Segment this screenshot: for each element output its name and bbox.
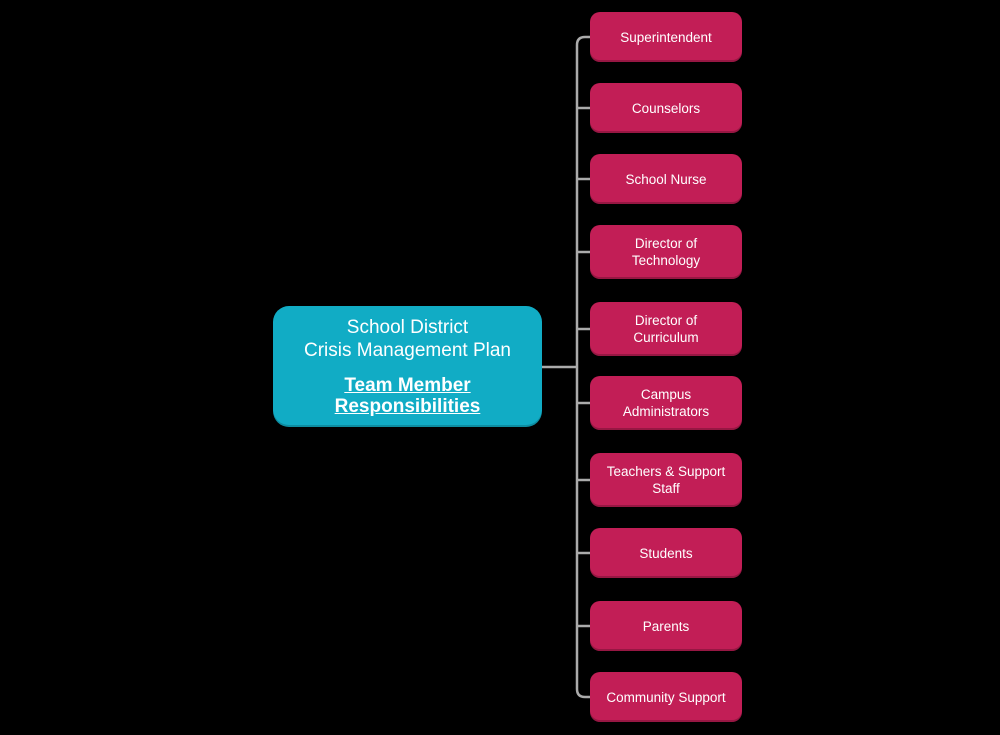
root-title-line2: Crisis Management Plan [304,340,511,361]
root-title-line1: School District [346,317,469,338]
node-label: Community Support [606,689,726,705]
node-campus-administrators[interactable]: Campus Administrators [590,376,742,430]
node-parents[interactable]: Parents [590,601,742,651]
node-label: Students [639,545,693,561]
node-label: School Nurse [625,171,707,187]
connector-spine [575,35,592,699]
node-teachers-support-staff[interactable]: Teachers & Support Staff [590,453,742,507]
node-label: Campus Administrators [622,387,710,419]
node-community-support[interactable]: Community Support [590,672,742,722]
node-label: Counselors [631,100,701,116]
node-label: Director of Technology [631,236,701,268]
node-label: Superintendent [620,29,712,45]
node-counselors[interactable]: Counselors [590,83,742,133]
root-topic-title: School District Crisis Management Plan [304,316,511,362]
root-topic[interactable]: School District Crisis Management Plan T… [273,306,542,427]
node-superintendent[interactable]: Superintendent [590,12,742,62]
node-label: Parents [642,618,690,634]
node-label: Teachers & Support Staff [606,464,726,496]
team-member-responsibilities-link[interactable]: Team Member Responsibilities [335,375,481,417]
node-director-of-curriculum[interactable]: Director of Curriculum [590,302,742,356]
node-school-nurse[interactable]: School Nurse [590,154,742,204]
node-label: Director of Curriculum [633,313,699,345]
node-students[interactable]: Students [590,528,742,578]
node-director-of-technology[interactable]: Director of Technology [590,225,742,279]
root-link-line1: Team Member [344,375,471,396]
root-link-line2: Responsibilities [334,396,481,417]
